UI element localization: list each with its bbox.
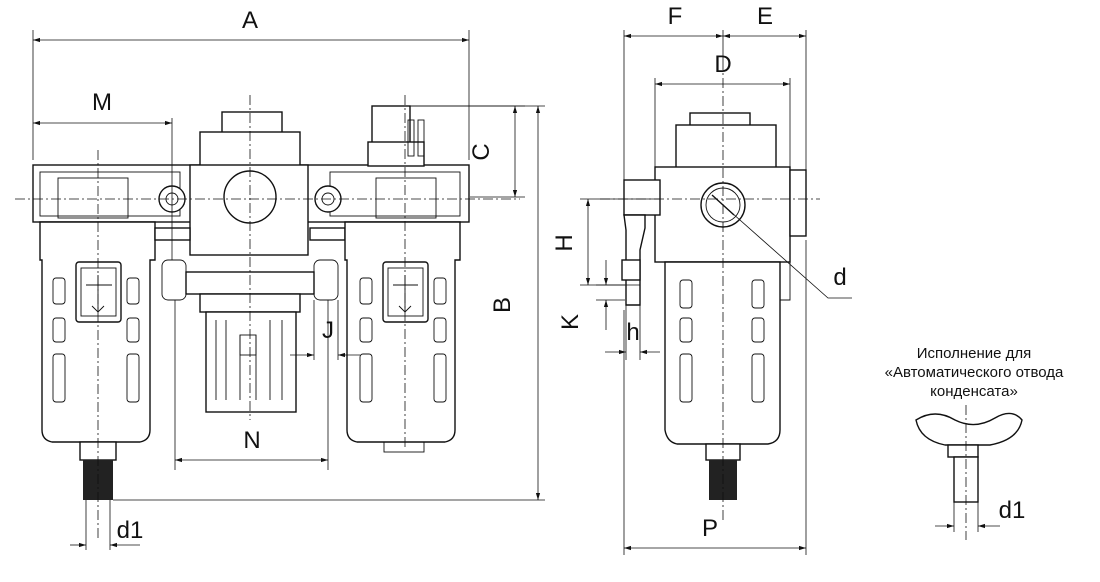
dim-label-n: N: [243, 427, 260, 454]
dim-label-h: H: [551, 234, 578, 251]
dim-label-j: J: [322, 317, 334, 344]
note-line-3: конденсата»: [930, 383, 1018, 400]
auto-drain-detail: [915, 405, 1023, 540]
dim-label-d1-front: d1: [117, 517, 144, 544]
dim-label-d-width: D: [714, 51, 731, 78]
dim-label-b: B: [489, 297, 516, 313]
dim-label-f: F: [668, 3, 683, 30]
center-regulator: [185, 111, 315, 413]
right-lubricator: [344, 105, 461, 453]
side-view: [580, 30, 852, 555]
dim-label-m: M: [92, 89, 112, 116]
dim-label-e: E: [757, 3, 773, 30]
dim-label-c: C: [468, 143, 495, 160]
dim-label-d-small: d: [833, 264, 846, 291]
dim-label-k: K: [557, 314, 584, 330]
pressure-port: [223, 170, 277, 224]
regulator-knob: [205, 311, 297, 413]
dim-label-a: A: [242, 7, 258, 34]
dim-label-d1-detail: d1: [999, 497, 1026, 524]
dim-label-h-small: h: [626, 319, 639, 346]
front-view: [15, 30, 545, 550]
note-line-1: Исполнение для: [917, 345, 1032, 362]
note-line-2: «Автоматического отвода: [885, 364, 1064, 381]
left-filter: [39, 221, 156, 500]
dim-label-p: P: [702, 515, 718, 542]
